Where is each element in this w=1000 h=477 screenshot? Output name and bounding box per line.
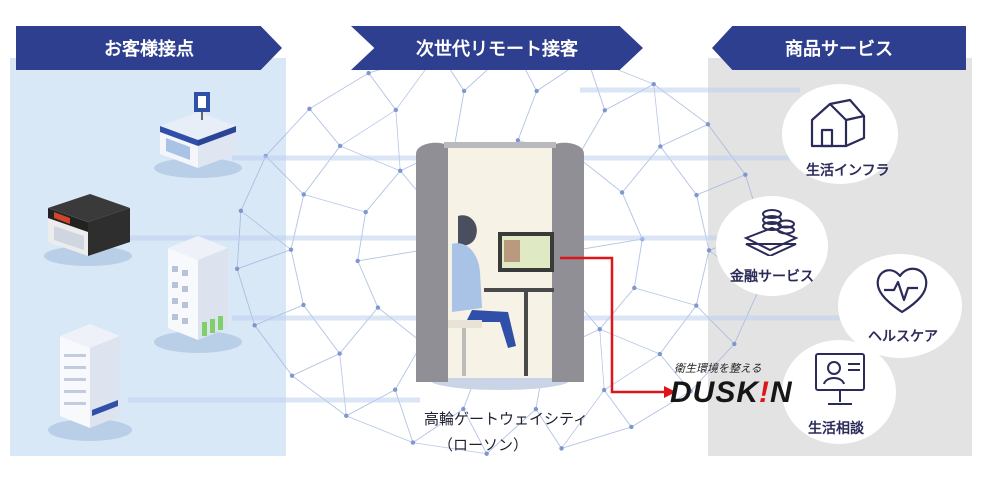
house-icon: [810, 98, 866, 148]
booth-location-label: 高輪ゲートウェイシティ: [424, 410, 589, 428]
service-bubble-health: [838, 254, 962, 358]
remote-booth-illustration: [416, 142, 584, 390]
service-label-health: ヘルスケア: [868, 329, 938, 345]
coins-money-icon: [743, 209, 799, 256]
duskin-mark: !: [759, 376, 771, 409]
duskin-tagline: 衛生環境を整える: [674, 362, 762, 375]
service-label-consult: 生活相談: [808, 421, 864, 437]
customer-touchpoints-banner: お客様接点: [16, 26, 282, 70]
duskin-logo: 衛生環境を整える DUSK!N: [662, 360, 802, 420]
service-bubble-finance: [716, 196, 828, 296]
booth-operator-label: （ローソン）: [438, 436, 529, 454]
convenience-store-icon: [154, 92, 242, 178]
heart-pulse-icon: [876, 267, 928, 314]
service-label-finance: 金融サービス: [730, 269, 814, 285]
banner-left-label: お客様接点: [104, 39, 194, 60]
duskin-prefix: DUSK: [670, 376, 760, 409]
remote-service-banner: 次世代リモート接客: [351, 26, 643, 70]
service-label-infra: 生活インフラ: [806, 163, 890, 179]
office-tower-icon: [154, 236, 242, 353]
products-services-banner: 商品サービス: [712, 26, 966, 70]
connection-arrow: [560, 256, 676, 398]
duskin-wordmark: DUSK!N: [670, 376, 793, 410]
banner-center-label: 次世代リモート接客: [416, 39, 578, 60]
high-rise-building-icon: [48, 324, 132, 441]
banner-right-label: 商品サービス: [785, 39, 893, 60]
video-call-icon: [815, 353, 865, 405]
duskin-suffix: N: [770, 376, 793, 409]
dark-store-icon: [44, 194, 132, 266]
service-bubble-infra: [782, 84, 898, 184]
